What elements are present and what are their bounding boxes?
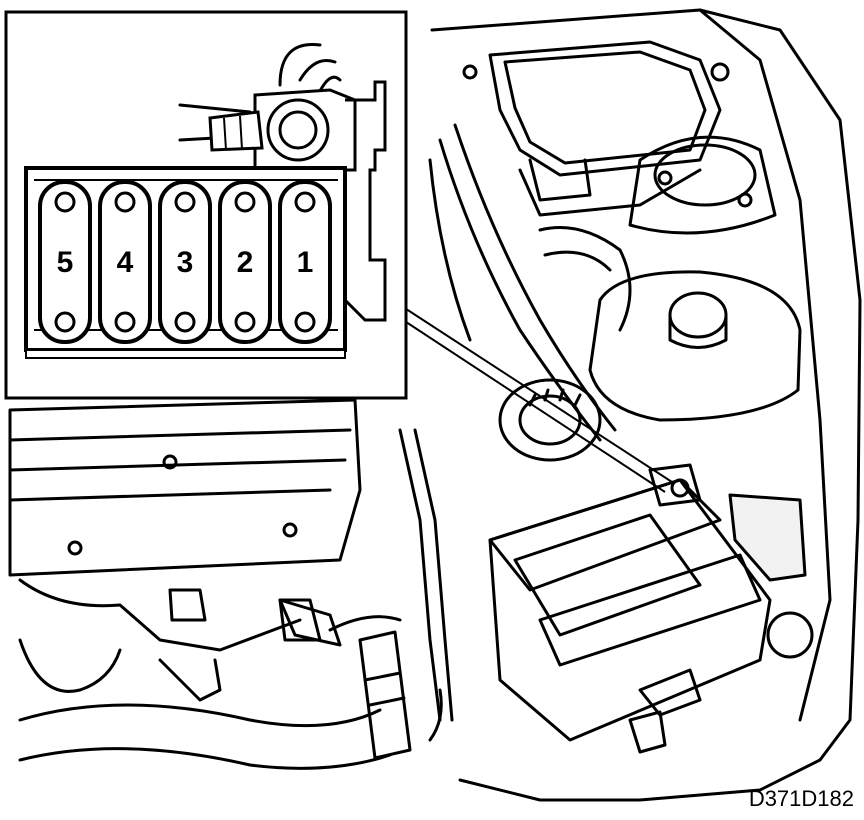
connector-bottom-2 [628, 710, 667, 754]
engine-bay-drawing [8, 8, 862, 802]
bolt-2 [710, 62, 730, 82]
fuse-2: 2 [218, 180, 272, 344]
pipe-coupling [358, 630, 412, 760]
grommet [766, 611, 814, 659]
engine-bolt-3 [67, 540, 83, 556]
inset-wire-1 [178, 103, 252, 114]
inset-nut-inner [278, 110, 318, 150]
strut-tower [628, 135, 777, 235]
engine-cover-rib [8, 428, 352, 502]
coolant-tank [588, 270, 802, 422]
fuse-box-clip [528, 158, 592, 202]
strut-cap [653, 143, 757, 207]
fuse-1: 1 [278, 180, 332, 344]
fuse-5: 5 [38, 180, 92, 344]
pump-teeth [528, 388, 582, 407]
connector-bottom [638, 668, 702, 717]
coolant-cap [668, 291, 728, 339]
strut-bolt [737, 192, 753, 208]
battery-clamp [648, 463, 702, 507]
vertical-tube-2 [413, 428, 454, 722]
relay-box [728, 493, 807, 582]
fuse-box-cover-inner [503, 50, 707, 165]
fuse-holder-base [25, 349, 346, 359]
lower-pipe-top [18, 703, 382, 728]
bolt-1 [462, 64, 478, 80]
inner-wing-edge [698, 8, 832, 722]
inset-detail: 5 4 3 2 1 [4, 10, 408, 400]
fuse-label-4: 4 [117, 246, 134, 279]
coolant-cap-body [668, 313, 728, 349]
harness-1 [538, 226, 632, 332]
inset-lug [208, 110, 264, 152]
engine-cover [8, 398, 362, 577]
inset-wire-4 [298, 59, 337, 82]
pump-inner [518, 394, 582, 446]
battery-label-box [538, 553, 762, 667]
inset-wire-2 [178, 136, 217, 142]
engine-lower-2 [158, 658, 222, 702]
vertical-tube-3 [428, 688, 443, 742]
hose-3 [428, 158, 472, 342]
inset-wire-3 [278, 43, 322, 87]
wire-center [328, 615, 402, 632]
fuse-label-3: 3 [177, 246, 194, 279]
fuse-box-base [518, 168, 702, 217]
engine-bolt [162, 454, 178, 470]
engine-lower-3 [18, 638, 122, 693]
strut-bolt-2 [657, 170, 673, 186]
engine-bolt-2 [282, 522, 298, 538]
engine-lower [18, 578, 302, 652]
fuse-label-1: 1 [297, 246, 314, 279]
engine-bracket [168, 588, 207, 622]
leader-line [399, 304, 673, 493]
reference-code: D371D182 [749, 786, 854, 811]
pipe-coupling-ring [363, 671, 406, 707]
vertical-tube-1 [398, 428, 442, 722]
fuse-3: 3 [158, 180, 212, 344]
lower-pipe-bottom [18, 747, 392, 770]
fuse-label-5: 5 [57, 246, 74, 279]
inner-wing-outline [430, 8, 862, 802]
pump-body [498, 378, 602, 462]
fuse-4: 4 [98, 180, 152, 344]
fuse-box-cover [488, 40, 722, 177]
fuse-label-2: 2 [237, 246, 254, 279]
battery-terminal [670, 478, 690, 498]
bracket-center [278, 598, 342, 647]
battery-label-panel [513, 513, 702, 637]
harness-2 [543, 250, 612, 272]
battery-top [488, 478, 722, 592]
hose-1 [438, 138, 602, 442]
inset-side-profile [343, 80, 387, 322]
